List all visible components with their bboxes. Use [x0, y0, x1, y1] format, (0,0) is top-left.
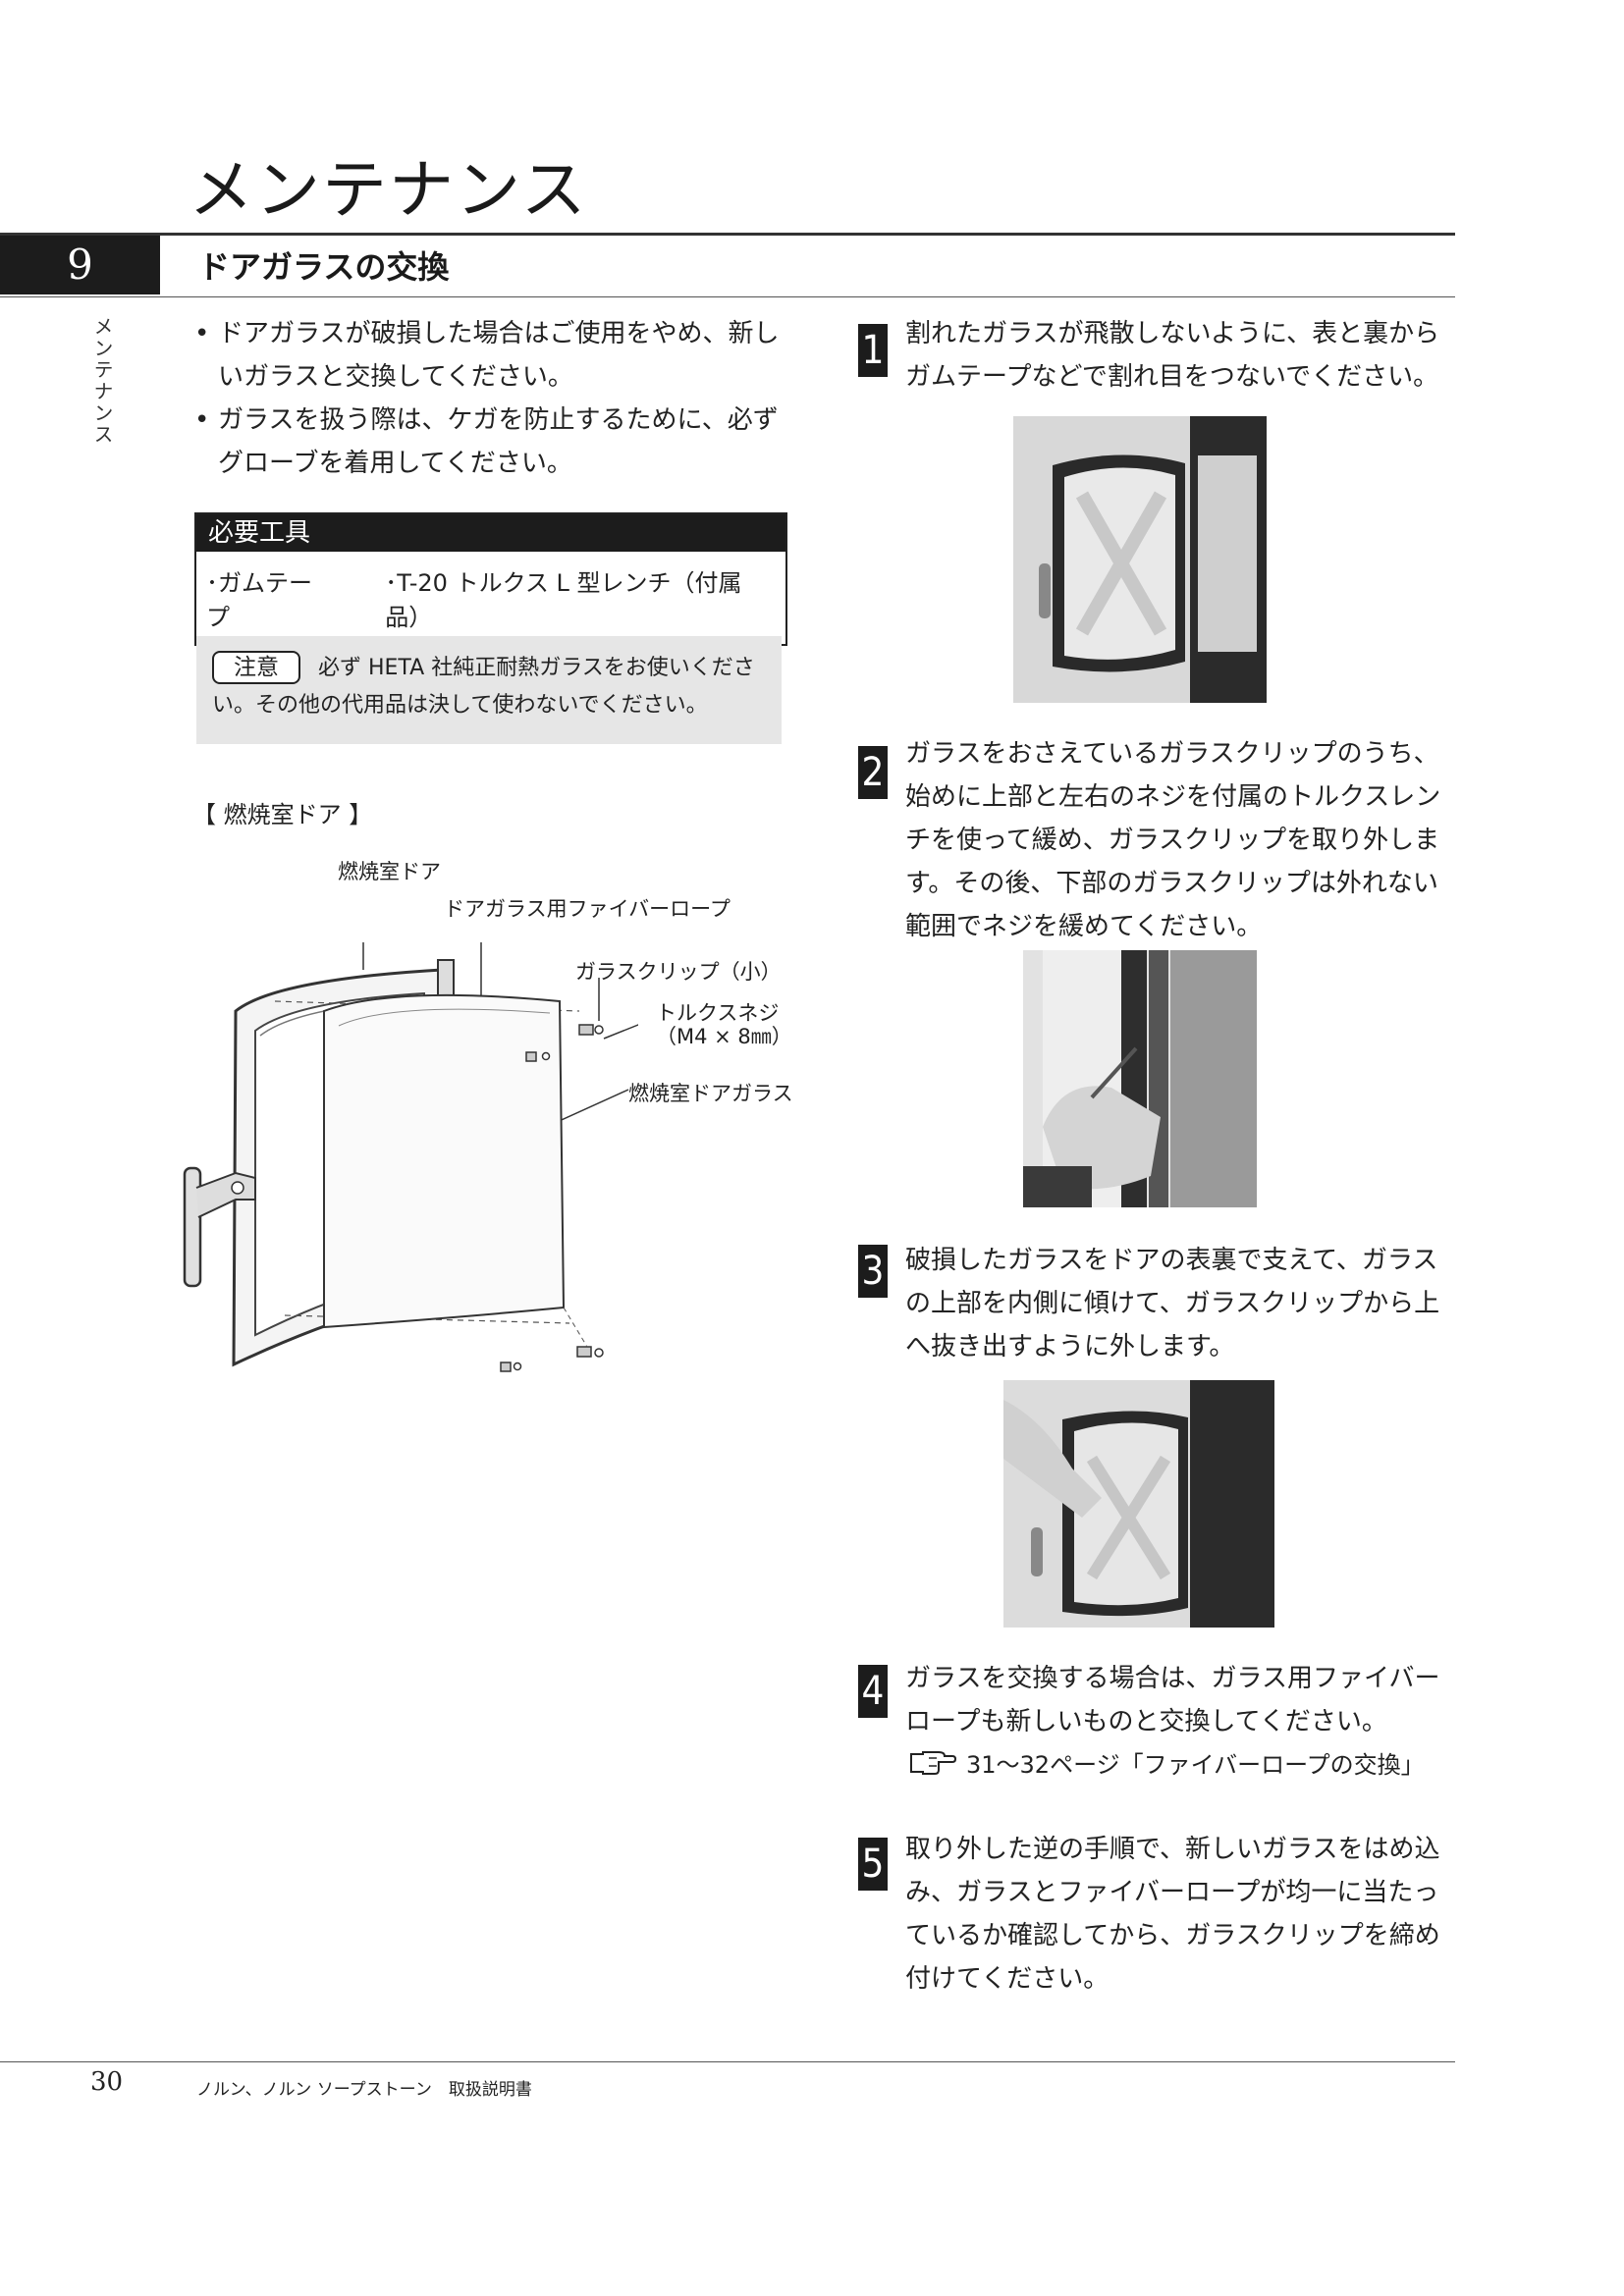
step-text: ガラスをおさえているガラスクリップのうち、始めに上部と左右のネジを付属のトルクス… — [905, 739, 1441, 941]
intro-bullet: ドアガラスが破損した場合はご使用をやめ、新しいガラスと交換してください。 — [194, 312, 795, 399]
label-torx-screw: トルクスネジ （M4 × 8㎜） — [656, 1001, 792, 1048]
step-text: 取り外した逆の手順で、新しいガラスをはめ込み、ガラスとファイバーロープが均一に当… — [905, 1835, 1440, 1994]
label-door: 燃焼室ドア — [338, 860, 441, 883]
tool-item: ･T-20 トルクス L 型レンチ（付属品） — [385, 569, 742, 631]
caution-badge: 注意 — [212, 651, 300, 684]
page-reference-text: 31〜32ページ「ファイバーロープの交換」 — [966, 1751, 1425, 1779]
step-number: 3 — [858, 1245, 888, 1298]
door-exploded-diagram — [183, 942, 638, 1372]
step-text: 割れたガラスが飛散しないように、表と裏からガムテープなどで割れ目をつないでくださ… — [905, 319, 1440, 392]
tool-item: ･ガムテープ — [206, 569, 312, 631]
caution-box: 注意必ず HETA 社純正耐熱ガラスをお使いください。その他の代用品は決して使わ… — [196, 636, 782, 744]
footer-doc-title: ノルン、ノルン ソープストーン 取扱説明書 — [196, 2080, 532, 2100]
photo-remove-glass — [1003, 1380, 1274, 1628]
step-number: 1 — [858, 324, 888, 377]
step-number: 4 — [858, 1665, 888, 1718]
label-fiber-rope: ドアガラス用ファイバーロープ — [444, 897, 731, 921]
intro-bullet: ガラスを扱う際は、ケガを防止するために、必ずグローブを着用してください。 — [194, 399, 795, 485]
required-tools-heading: 必要工具 — [196, 514, 785, 552]
page-title: メンテナンス — [189, 152, 588, 228]
header-rule — [0, 233, 1455, 236]
pointing-hand-icon — [910, 1750, 956, 1775]
section-rule — [0, 296, 1455, 297]
caution-text: 必ず HETA 社純正耐熱ガラスをお使いください。その他の代用品は決して使わない… — [212, 656, 755, 718]
footer-rule — [0, 2061, 1455, 2062]
step-number: 5 — [858, 1838, 888, 1891]
required-tools-box: 必要工具 ･ガムテープ ･T-20 トルクス L 型レンチ（付属品） — [194, 512, 787, 646]
figure-heading: 【 燃焼室ドア 】 — [192, 801, 373, 828]
side-chapter-label: メンテナンス — [90, 316, 114, 446]
page-reference: 31〜32ページ「ファイバーロープの交換」 — [909, 1745, 1425, 1780]
section-number: 9 — [0, 236, 160, 294]
label-glass-clip: ガラスクリップ（小） — [575, 960, 782, 984]
step-text: ガラスを交換する場合は、ガラス用ファイバーロープも新しいものと交換してください。 — [905, 1664, 1440, 1736]
section-title: ドアガラスの交換 — [198, 248, 450, 286]
step-number: 2 — [858, 746, 888, 799]
step-text: 破損したガラスをドアの表裏で支えて、ガラスの上部を内側に傾けて、ガラスクリップか… — [905, 1246, 1440, 1362]
photo-loosen-screws — [1023, 950, 1257, 1207]
intro-bullets: ドアガラスが破損した場合はご使用をやめ、新しいガラスと交換してください。 ガラス… — [194, 312, 795, 485]
photo-tape-glass — [1013, 416, 1267, 703]
page-number: 30 — [90, 2067, 124, 2097]
label-door-glass: 燃焼室ドアガラス — [628, 1082, 793, 1105]
